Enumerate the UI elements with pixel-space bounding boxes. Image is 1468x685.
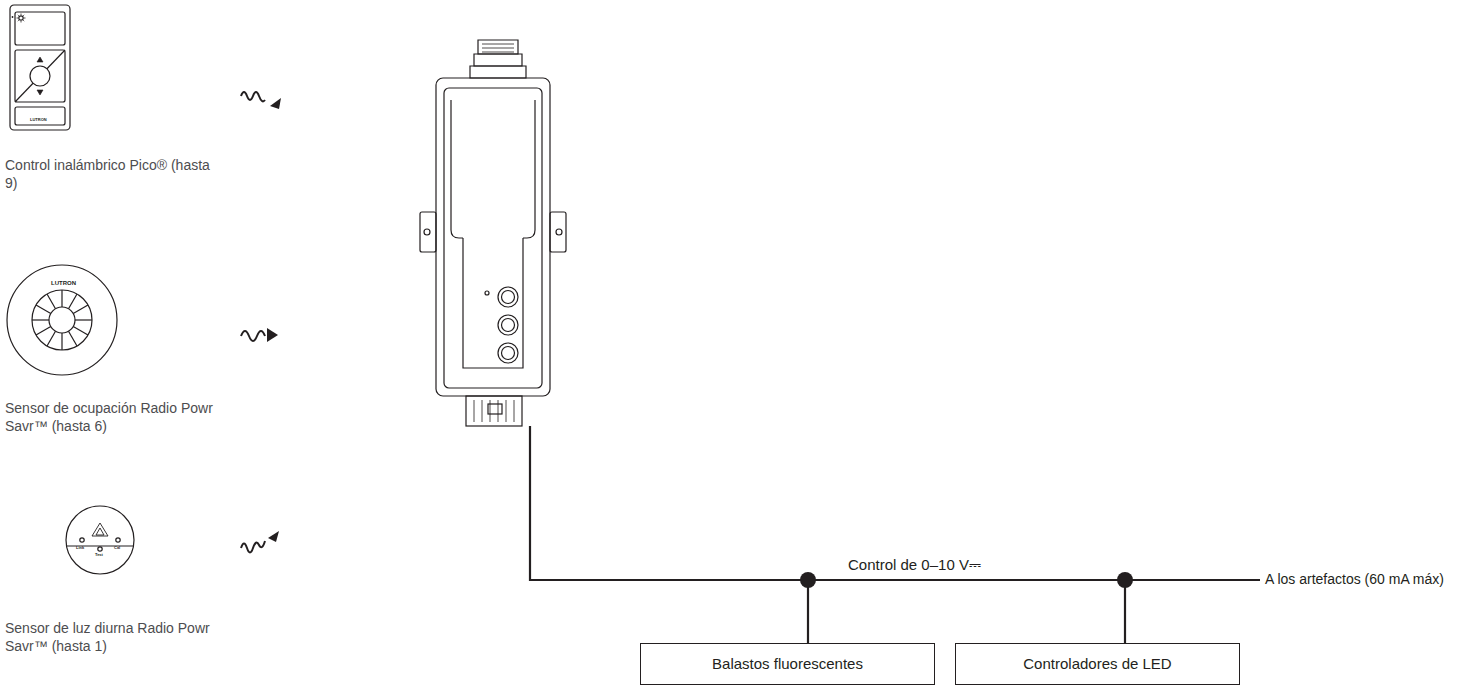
control-module-stroke [474, 400, 514, 422]
caption-text: Sensor de ocupación Radio Powr Savr™ (ha… [5, 399, 220, 435]
pico-control-stroke [15, 50, 65, 102]
control-module-stroke [424, 229, 430, 235]
control-module-stroke [466, 396, 522, 426]
button-label: Test [95, 553, 103, 558]
pico-control-stroke [30, 66, 50, 86]
load-box: Controladores de LED [955, 643, 1240, 685]
occupancy-sensor-stroke [32, 290, 92, 350]
control-module-stroke [482, 44, 514, 52]
occupancy-sensor-stroke [36, 327, 51, 336]
output-note: A los artefactos (60 mA máx) [1265, 571, 1444, 588]
control-module-stroke [478, 40, 518, 54]
control-module-stroke [470, 66, 526, 78]
control-module-stroke [485, 291, 489, 295]
control-module-stroke [550, 212, 566, 252]
occupancy-sensor-stroke [61, 290, 62, 307]
daylight-sensor-stroke [92, 523, 108, 536]
control-module-stroke [556, 229, 562, 235]
pico-control [10, 5, 70, 130]
caption-text: Sensor de luz diurna Radio Powr Savr™ (h… [5, 619, 220, 655]
occupancy-sensor-stroke [32, 319, 49, 320]
load-box: Balastos fluorescentes [640, 643, 935, 685]
control-module-stroke [420, 212, 436, 252]
control-module-stroke [502, 291, 515, 304]
box-label: Controladores de LED [1023, 655, 1171, 673]
wireless-signal-stroke [267, 328, 278, 342]
device-caption: Sensor de luz diurna Radio Powr Savr™ (h… [5, 619, 220, 655]
occupancy-sensor [7, 265, 117, 375]
control-wire-stroke [530, 426, 1260, 580]
brand-mark: LUTRON [51, 280, 76, 287]
pico-control-stroke [10, 5, 70, 130]
button-label: Cal [114, 546, 120, 551]
daylight-sensor-stroke [66, 506, 134, 574]
device-caption: Sensor de ocupación Radio Powr Savr™ (ha… [5, 399, 220, 435]
occupancy-sensor-stroke [7, 265, 117, 375]
control-module-stroke [498, 343, 518, 363]
control-module-stroke [444, 88, 542, 388]
button-label: Link [76, 546, 84, 551]
control-module-stroke [498, 287, 518, 307]
occupancy-sensor-stroke [49, 307, 75, 333]
pico-control-stroke [17, 14, 26, 23]
control-module-stroke [451, 100, 535, 238]
wireless-signal [241, 92, 281, 553]
occupancy-sensor-stroke [69, 331, 78, 346]
pico-control-stroke [15, 50, 65, 102]
control-module-stroke [488, 404, 502, 414]
pico-control-stroke [12, 16, 14, 18]
control-module-stroke [474, 54, 522, 66]
pico-control-stroke [19, 16, 23, 20]
control-wire-stroke [808, 580, 1125, 643]
occupancy-sensor-stroke [61, 333, 62, 350]
daylight-sensor-stroke [80, 538, 84, 542]
control-module [420, 40, 566, 426]
wireless-signal-stroke [241, 541, 265, 553]
daylight-sensor [66, 506, 134, 574]
device-caption: Control inalámbrico Pico® (hasta 9) [5, 156, 220, 192]
control-wire [530, 426, 1260, 643]
occupancy-sensor-stroke [47, 331, 56, 346]
control-module-stroke [436, 78, 550, 396]
control-module-stroke [502, 319, 515, 332]
wireless-signal-stroke [241, 331, 265, 341]
control-wire-stroke [1117, 572, 1133, 588]
box-label: Balastos fluorescentes [712, 655, 863, 673]
brand-mark: LUTRON [30, 118, 47, 123]
pico-control-stroke [37, 57, 43, 95]
control-module-stroke [502, 347, 515, 360]
daylight-sensor-stroke [116, 538, 120, 542]
control-module-stroke [463, 238, 523, 368]
caption-text: Control inalámbrico Pico® (hasta 9) [5, 156, 220, 192]
control-wire-stroke [800, 572, 816, 588]
occupancy-sensor-stroke [69, 294, 78, 309]
occupancy-sensor-stroke [36, 305, 51, 314]
signal-label: Control de 0–10 V⎓ [848, 556, 981, 574]
control-module-stroke [498, 315, 518, 335]
occupancy-sensor-stroke [73, 327, 88, 336]
occupancy-sensor-stroke [75, 319, 92, 320]
wireless-signal-stroke [268, 531, 279, 542]
pico-control-stroke [15, 12, 65, 45]
daylight-sensor-stroke [98, 547, 102, 551]
occupancy-sensor-stroke [47, 294, 56, 309]
occupancy-sensor [32, 290, 92, 350]
wireless-signal-stroke [270, 98, 281, 109]
wireless-signal-stroke [241, 92, 265, 101]
pico-control-stroke [15, 107, 65, 125]
occupancy-sensor-stroke [73, 305, 88, 314]
